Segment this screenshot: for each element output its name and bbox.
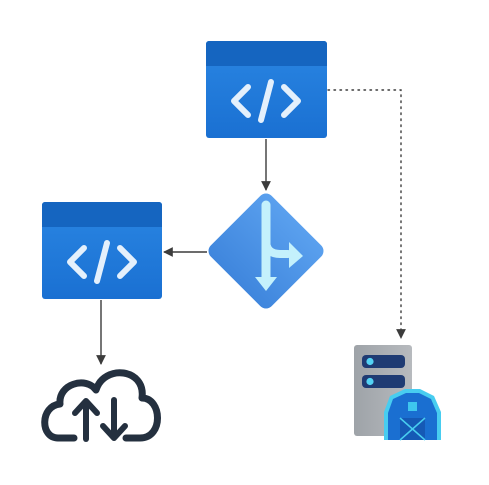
edge-app-top-to-server-farm (327, 89, 406, 339)
code-window-icon[interactable] (42, 202, 162, 299)
cloud-upload-download-icon[interactable] (41, 369, 161, 442)
git-merge-icon[interactable] (205, 190, 327, 312)
connectors (96, 89, 406, 365)
server-barn-icon[interactable] (354, 345, 441, 441)
code-window-icon[interactable] (206, 41, 327, 138)
